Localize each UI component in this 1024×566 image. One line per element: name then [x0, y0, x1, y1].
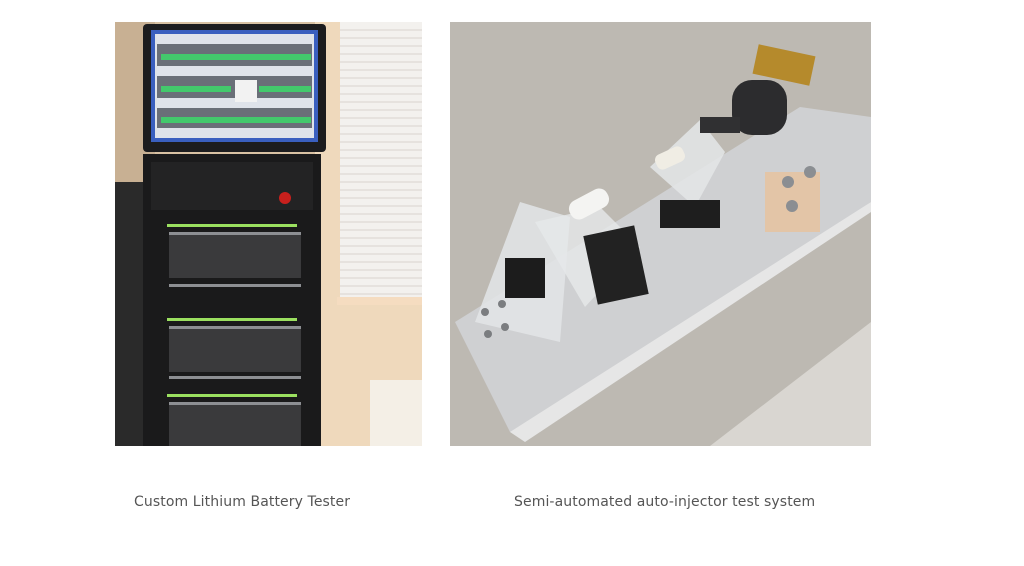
caption-battery-tester: Custom Lithium Battery Tester: [134, 494, 351, 510]
auto-injector-photo: [450, 22, 871, 446]
battery-tester-photo: [115, 22, 422, 446]
caption-auto-injector: Semi-automated auto-injector test system: [514, 494, 816, 510]
